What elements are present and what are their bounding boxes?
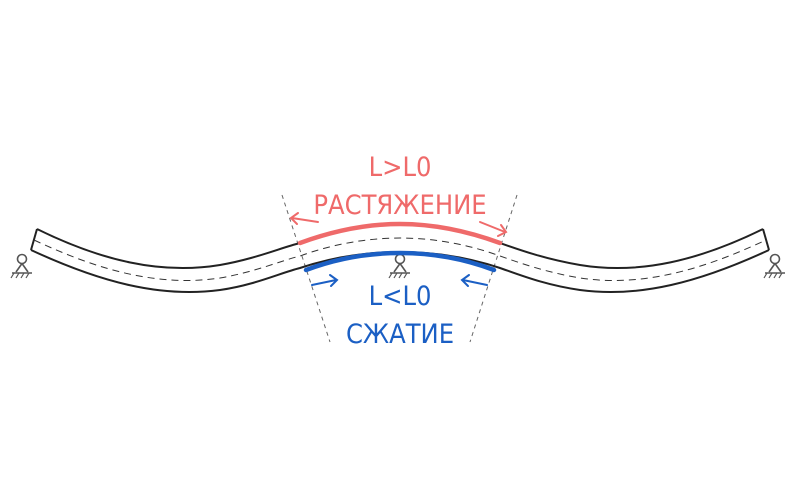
right-section-line [469, 194, 518, 343]
tension-left-arrow-icon [289, 212, 319, 225]
beam-right-end [762, 228, 770, 251]
compression-formula-label: L<L0 [369, 281, 432, 312]
compression-left-arrow-icon [311, 274, 339, 287]
tension-formula-label: L>L0 [369, 152, 432, 183]
tension-fiber [297, 221, 503, 246]
compression-right-arrow-icon [460, 274, 488, 287]
tension-right-arrow-icon [479, 221, 508, 237]
beam-left-end [30, 228, 38, 251]
left-support-icon [10, 253, 33, 279]
compression-fiber [303, 250, 497, 273]
tension-text-label: РАСТЯЖЕНИЕ [313, 190, 486, 221]
left-section-line [281, 194, 331, 343]
right-support-icon [763, 253, 786, 279]
compression-text-label: СЖАТИЕ [346, 319, 454, 350]
middle-support-icon [388, 253, 411, 279]
beam-neutral-axis [33, 237, 767, 281]
